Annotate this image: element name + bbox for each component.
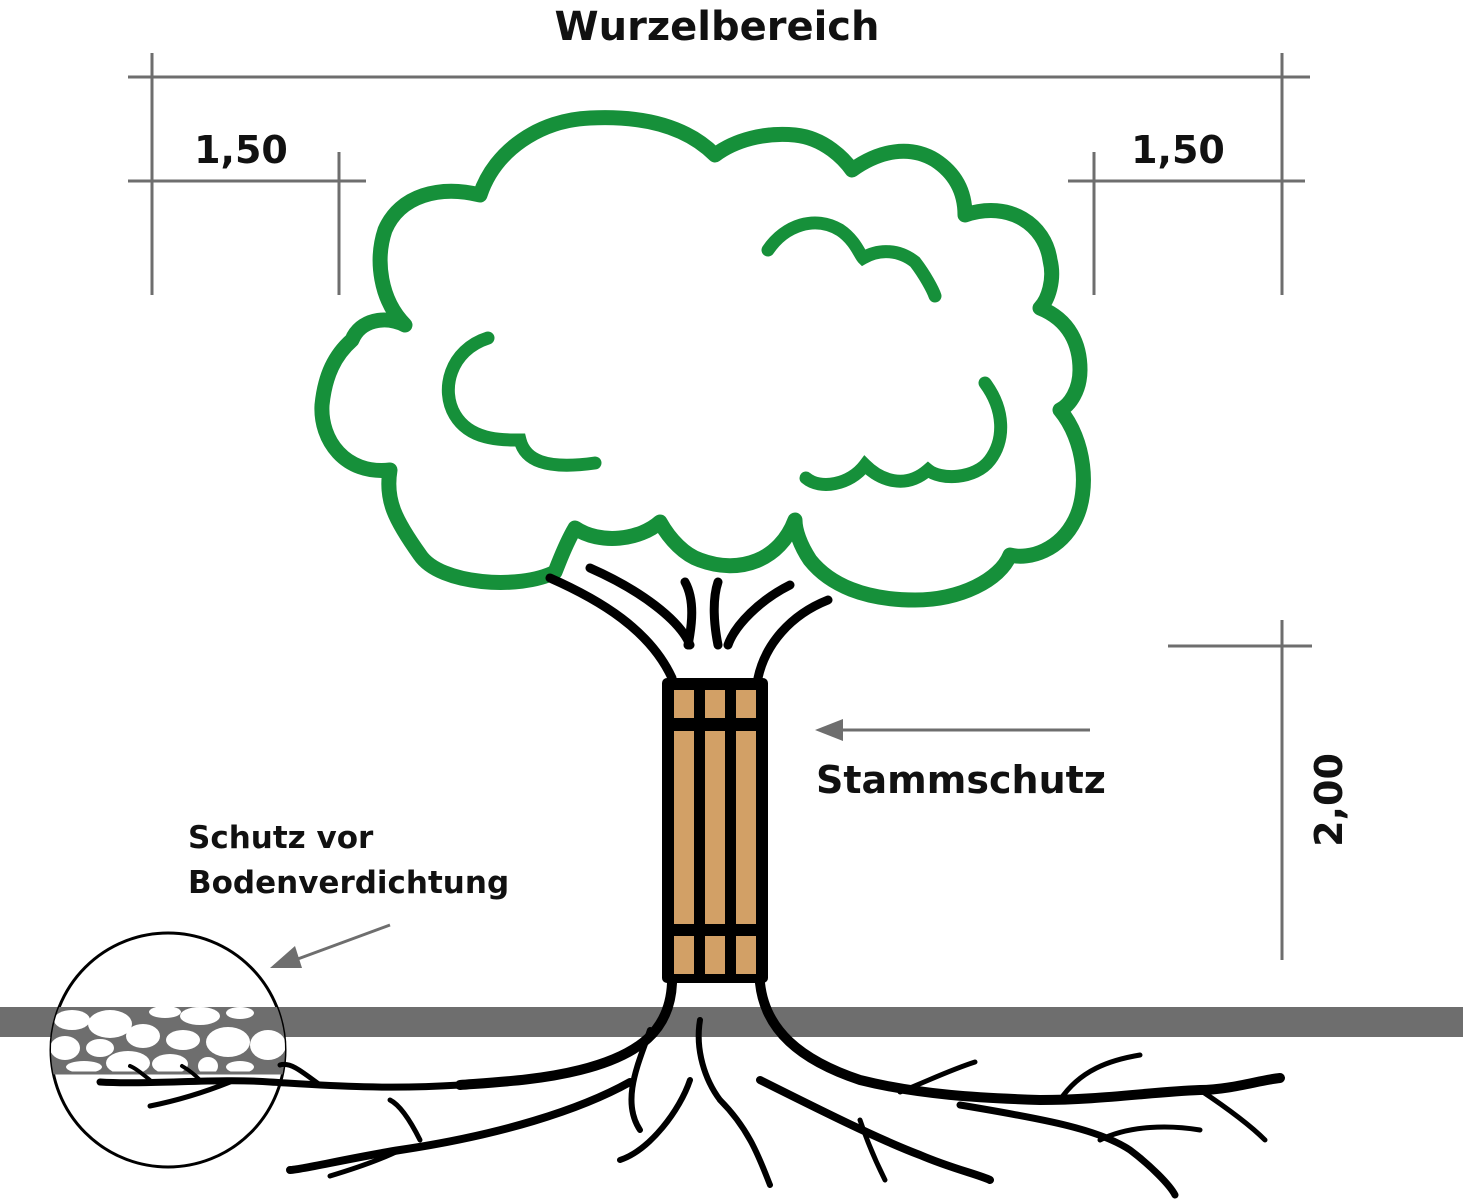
soil-protection-callout: Schutz vor Bodenverdichtung bbox=[188, 820, 509, 968]
tree-branches bbox=[545, 563, 833, 683]
soil-protection-label-line2: Bodenverdichtung bbox=[188, 865, 509, 901]
right-offset-label: 1,50 bbox=[1131, 128, 1225, 172]
trunk-protection-callout: Stammschutz bbox=[815, 719, 1106, 802]
left-offset-label: 1,50 bbox=[194, 128, 288, 172]
arrow-left-icon bbox=[815, 719, 843, 741]
diagram-title: Wurzelbereich bbox=[555, 4, 880, 50]
trunk-protection-label: Stammschutz bbox=[816, 758, 1106, 802]
soil-protection-inset bbox=[49, 931, 287, 1169]
tree-canopy bbox=[314, 110, 1091, 608]
height-label: 2,00 bbox=[1307, 753, 1351, 847]
tree-roots bbox=[96, 978, 1285, 1199]
right-offset-dimension: 1,50 bbox=[1068, 128, 1305, 295]
root-zone-dimension bbox=[128, 53, 1310, 295]
soil-protection-label-line1: Schutz vor bbox=[188, 820, 374, 856]
arrow-down-left-icon bbox=[270, 946, 302, 968]
left-offset-dimension: 1,50 bbox=[128, 128, 366, 295]
height-dimension: 2,00 bbox=[1168, 620, 1351, 960]
trunk-guard bbox=[662, 678, 768, 983]
